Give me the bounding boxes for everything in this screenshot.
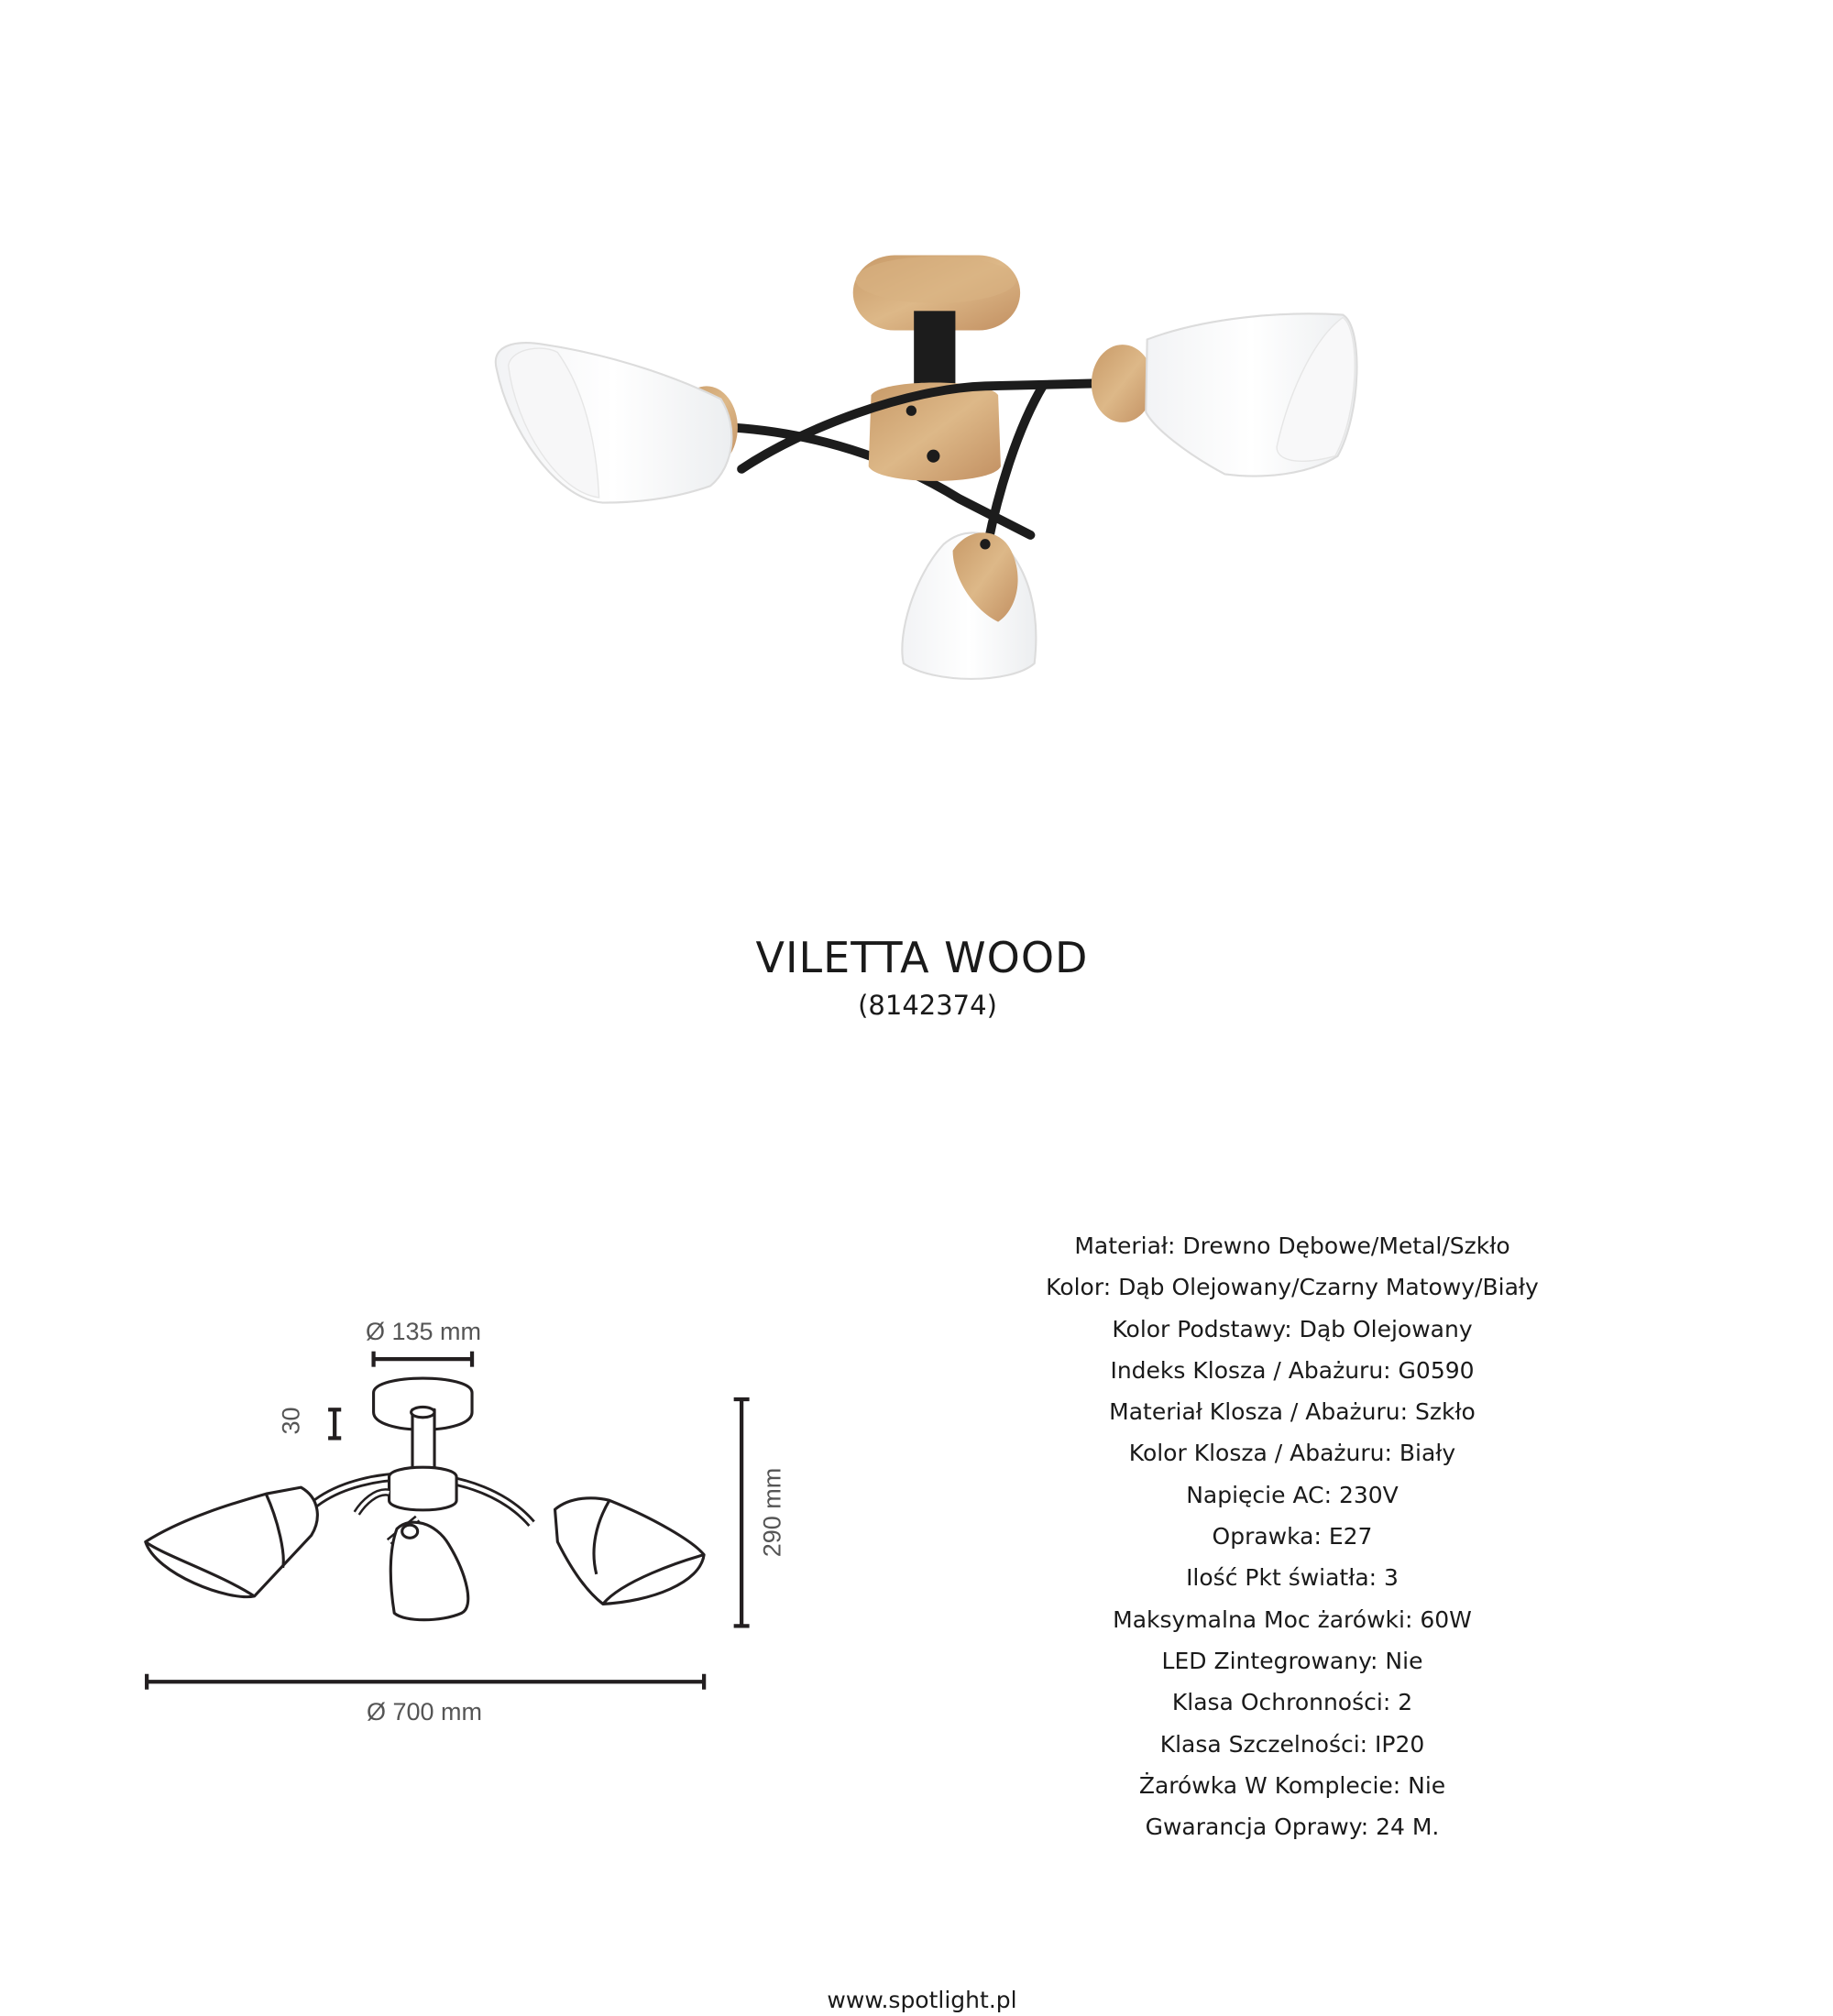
- arm-right-to-bottom: [982, 379, 1048, 549]
- spec-item: Napięcie AC: 230V: [1186, 1481, 1399, 1508]
- spec-item: Gwarancja Oprawy: 24 M.: [1145, 1813, 1440, 1841]
- product-name: VILETTA WOOD: [755, 933, 1089, 982]
- dim-base-height-line: [328, 1408, 342, 1441]
- dim-diameter-label: Ø 700 mm: [366, 1698, 483, 1726]
- spec-item: LED Zintegrowany: Nie: [1161, 1647, 1423, 1674]
- stem: [914, 311, 956, 391]
- spec-item: Materiał Klosza / Abażuru: Szkło: [1109, 1398, 1476, 1426]
- arm-left-to-right: [737, 378, 1096, 474]
- dim-diameter-line: [145, 1673, 707, 1690]
- product-photo: [494, 255, 1358, 680]
- spec-item: Kolor Klosza / Abażuru: Biały: [1128, 1440, 1456, 1467]
- spec-item: Żarówka W Komplecie: Nie: [1138, 1771, 1446, 1799]
- dim-base-diameter-label: Ø 135 mm: [365, 1318, 482, 1345]
- product-code: (8142374): [858, 990, 997, 1021]
- dim-height-line: [733, 1397, 750, 1628]
- website-link[interactable]: www.spotlight.pl: [827, 1987, 1017, 2013]
- dim-base-height-label: 30: [277, 1407, 305, 1435]
- dim-base-diameter-line: [371, 1351, 475, 1367]
- spec-item: Klasa Ochronności: 2: [1171, 1689, 1413, 1716]
- spec-item: Klasa Szczelności: IP20: [1159, 1730, 1425, 1758]
- spec-item: Ilość Pkt światła: 3: [1186, 1564, 1399, 1592]
- spec-item: Oprawka: E27: [1212, 1523, 1373, 1550]
- spec-item: Kolor Podstawy: Dąb Olejowany: [1112, 1315, 1473, 1342]
- hub: [868, 382, 1001, 481]
- spec-item: Maksymalna Moc żarówki: 60W: [1113, 1605, 1472, 1633]
- spec-item: Indeks Klosza / Abażuru: G0590: [1110, 1356, 1475, 1384]
- technical-drawing: [144, 1351, 750, 1690]
- dim-height-label: 290 mm: [758, 1467, 786, 1558]
- spec-item: Kolor: Dąb Olejowany/Czarny Matowy/Biały: [1046, 1274, 1539, 1301]
- spec-list: Materiał: Drewno Dębowe/Metal/Szkło Kolo…: [1046, 1225, 1539, 1847]
- spec-item: Materiał: Drewno Dębowe/Metal/Szkło: [1074, 1233, 1510, 1259]
